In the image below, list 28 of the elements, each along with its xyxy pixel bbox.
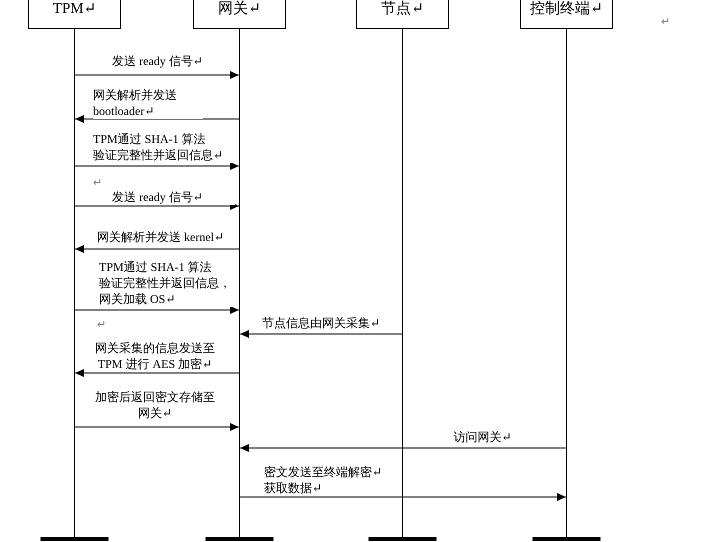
- message-arrow: [74, 71, 240, 79]
- lifeline: [239, 29, 240, 538]
- participant-box: [193, 0, 286, 29]
- participant-name: 网关↵: [218, 0, 261, 18]
- message-arrow: [74, 369, 240, 377]
- message-label: TPM通过 SHA-1 算法验证完整性并返回信息↵: [93, 131, 235, 163]
- message-arrow: [240, 493, 566, 501]
- participant-box: [520, 0, 613, 29]
- paragraph-mark: ↵: [661, 15, 670, 29]
- participant-box: [356, 0, 449, 29]
- participant-box: [28, 0, 121, 29]
- lifeline: [74, 29, 75, 538]
- message-arrow: [74, 115, 240, 123]
- message-label: 网关解析并发送 bootloader↵: [93, 87, 203, 119]
- paragraph-mark: ↵: [97, 318, 106, 332]
- paragraph-mark: ↵: [93, 176, 102, 190]
- message-arrow: [74, 162, 240, 170]
- participant-name: 节点↵: [381, 0, 424, 18]
- participant-name: 控制终端↵: [530, 0, 603, 18]
- participant-name: TPM↵: [52, 0, 96, 18]
- message-arrow: [74, 245, 240, 253]
- lifeline: [402, 29, 403, 538]
- message-arrow: [74, 202, 240, 210]
- message-arrow: [240, 330, 402, 338]
- lifeline: [566, 29, 567, 538]
- message-arrow: [240, 444, 566, 452]
- message-arrow: [74, 423, 240, 431]
- message-arrow: [74, 306, 240, 314]
